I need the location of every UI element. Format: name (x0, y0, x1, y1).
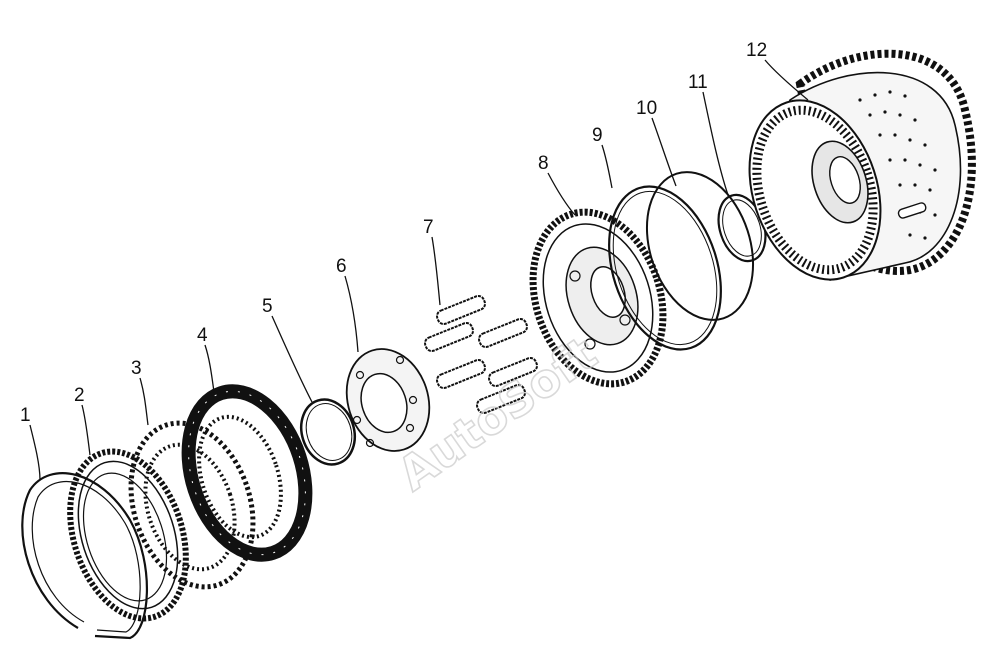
leader-3 (139, 377, 149, 426)
leader-5 (271, 315, 313, 403)
part-6-retainer-plate (345, 348, 431, 452)
part-9-seal-ring (608, 185, 722, 351)
part-7-springs (424, 294, 538, 415)
label-part-7: 7 (423, 217, 434, 238)
label-part-6: 6 (336, 256, 347, 277)
label-part-4: 4 (197, 325, 208, 346)
label-part-5: 5 (262, 296, 273, 317)
label-part-1: 1 (20, 405, 31, 426)
label-part-9: 9 (592, 125, 603, 146)
leader-6 (344, 275, 359, 353)
leader-2 (81, 404, 91, 456)
leader-lines (29, 59, 809, 481)
leader-8 (547, 172, 576, 216)
label-part-2: 2 (74, 385, 85, 406)
leader-12 (764, 59, 809, 101)
part-5-o-ring (300, 398, 356, 466)
leader-11 (702, 91, 729, 196)
label-part-10: 10 (636, 98, 657, 119)
label-part-12: 12 (746, 40, 767, 61)
label-part-3: 3 (131, 358, 142, 379)
leader-4 (204, 344, 215, 393)
leader-9 (601, 144, 613, 189)
part-8-piston-gear (529, 208, 667, 388)
part-labels: 1 2 3 4 5 6 7 8 9 10 11 12 (20, 40, 767, 426)
label-part-11: 11 (688, 72, 708, 93)
leader-7 (431, 236, 441, 306)
leader-1 (29, 424, 41, 481)
part-3-friction-disc (128, 420, 256, 590)
label-part-8: 8 (538, 153, 549, 174)
part-2-toothed-plate (67, 448, 189, 622)
part-10-seal-ring (645, 171, 755, 321)
part-1-snap-ring (21, 472, 148, 640)
part-4-dark-friction-disc (181, 384, 313, 562)
part-12-clutch-drum (748, 49, 976, 281)
leader-10 (651, 117, 677, 187)
